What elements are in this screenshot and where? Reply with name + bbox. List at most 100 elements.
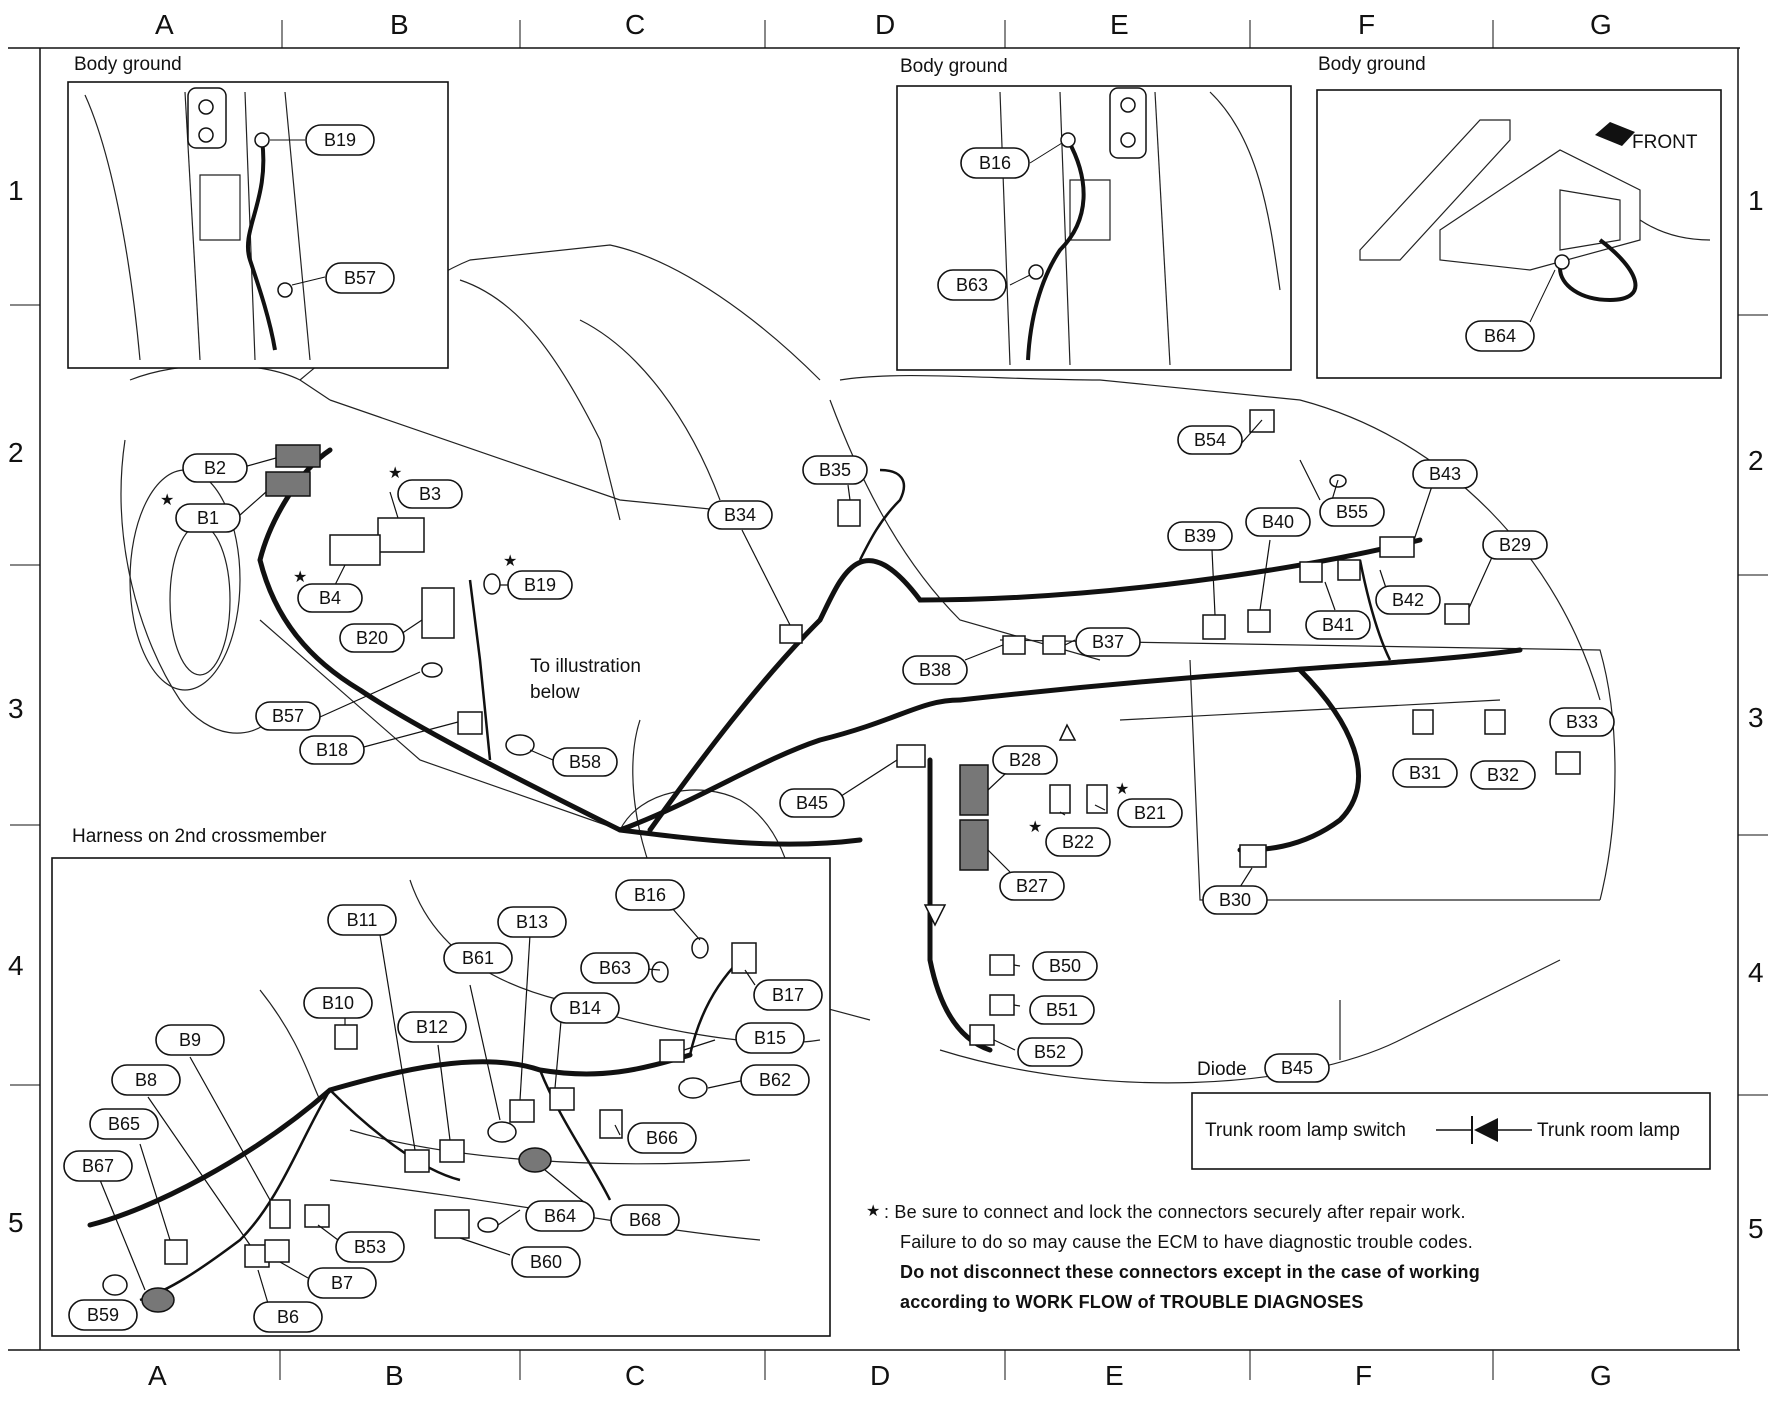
note-line-2: Failure to do so may cause the ECM to ha… [900,1232,1473,1252]
label-b61: B61 [443,942,513,974]
grid-col-bottom-f: F [1355,1360,1372,1391]
svg-text:B7: B7 [331,1273,353,1293]
grid-col-top-g: G [1590,9,1612,40]
grid-row-left-5: 5 [8,1207,24,1238]
inset-body-ground-1: Body ground B19 B57 [67,54,449,369]
label-b14: B14 [550,992,620,1024]
svg-text:B45: B45 [1281,1058,1313,1078]
label-b53: B53 [335,1231,405,1263]
svg-text:B59: B59 [87,1305,119,1325]
label-b19-inset: B19 [305,124,375,156]
star-b21: ★ [1115,781,1129,798]
label-b19-main: B19 [507,570,573,600]
label-b15: B15 [735,1022,805,1054]
svg-text:B9: B9 [179,1030,201,1050]
svg-text:B19: B19 [324,130,356,150]
svg-text:B14: B14 [569,998,601,1018]
svg-text:B61: B61 [462,948,494,968]
label-b57-main: B57 [255,701,321,731]
label-b27: B27 [999,871,1065,901]
label-b58: B58 [552,747,618,777]
grid-col-bottom-g: G [1590,1360,1612,1391]
label-b34: B34 [707,500,773,530]
label-b43: B43 [1412,459,1478,489]
label-b60: B60 [511,1246,581,1278]
svg-text:B55: B55 [1336,502,1368,522]
svg-text:B28: B28 [1009,750,1041,770]
label-b51: B51 [1029,995,1095,1025]
svg-text:B58: B58 [569,752,601,772]
svg-text:B8: B8 [135,1070,157,1090]
label-b20: B20 [339,623,405,653]
svg-text:B60: B60 [530,1252,562,1272]
svg-text:B35: B35 [819,460,851,480]
label-b12: B12 [397,1011,467,1043]
label-b29: B29 [1482,530,1548,560]
svg-text:B37: B37 [1092,632,1124,652]
grid-col-bottom-a: A [148,1360,167,1391]
diode-box: Diode B45 Trunk room lamp switch Trunk r… [1191,1053,1711,1170]
main-harness [257,447,1523,1053]
svg-text:B19: B19 [524,575,556,595]
svg-text:B57: B57 [344,268,376,288]
star-b22: ★ [1028,819,1042,836]
grid-row-right-5: 5 [1748,1213,1764,1244]
star-b19: ★ [503,553,517,570]
grid-col-top-a: A [155,9,174,40]
svg-text:B68: B68 [629,1210,661,1230]
label-b16-cross: B16 [615,879,685,911]
label-b55: B55 [1319,497,1385,527]
label-b22: B22 [1045,827,1111,857]
grid-columns-top: A B C D E F G [155,9,1612,48]
label-b38: B38 [902,655,968,685]
label-b33: B33 [1549,707,1615,737]
svg-text:B22: B22 [1062,832,1094,852]
svg-text:B30: B30 [1219,890,1251,910]
grid-row-right-4: 4 [1748,957,1764,988]
label-b6: B6 [253,1301,323,1333]
note-star: ★ [866,1203,880,1220]
svg-text:B12: B12 [416,1017,448,1037]
main-connectors-shapes [265,409,1581,1046]
svg-text:B29: B29 [1499,535,1531,555]
svg-text:B1: B1 [197,508,219,528]
inset1-title: Body ground [74,54,182,75]
to-illustration-label: To illustration [530,656,641,677]
label-b30: B30 [1202,885,1268,915]
svg-text:B15: B15 [754,1028,786,1048]
svg-text:B27: B27 [1016,876,1048,896]
grid-col-top-b: B [390,9,409,40]
inset-body-ground-2: Body ground B16 B63 [896,56,1292,371]
svg-text:B52: B52 [1034,1042,1066,1062]
inset-body-ground-3: Body ground FRONT B64 [1316,54,1722,379]
grid-col-top-e: E [1110,9,1129,40]
label-b9: B9 [155,1024,225,1056]
label-b10: B10 [303,987,373,1019]
grid-columns-bottom: A B C D E F G [148,1350,1612,1391]
label-b16-inset: B16 [960,147,1030,179]
label-b66: B66 [627,1122,697,1154]
label-b68: B68 [610,1204,680,1236]
svg-text:B17: B17 [772,985,804,1005]
svg-text:B38: B38 [919,660,951,680]
svg-text:B54: B54 [1194,430,1226,450]
label-b50: B50 [1032,951,1098,981]
grid-row-right-3: 3 [1748,702,1764,733]
label-b52: B52 [1017,1037,1083,1067]
svg-text:B64: B64 [544,1206,576,1226]
label-b1: B1 [175,503,241,533]
star-b3: ★ [388,465,402,482]
label-b57-inset: B57 [325,262,395,294]
grid-row-left-3: 3 [8,693,24,724]
label-b45-main: B45 [779,788,845,818]
svg-text:B13: B13 [516,912,548,932]
svg-text:B4: B4 [319,588,341,608]
svg-text:B21: B21 [1134,803,1166,823]
grid-col-bottom-c: C [625,1360,645,1391]
label-b35: B35 [802,455,868,485]
note-line-3: Do not disconnect these connectors excep… [900,1262,1480,1282]
label-b28: B28 [992,745,1058,775]
star-b1: ★ [160,492,174,509]
svg-text:B50: B50 [1049,956,1081,976]
label-b18: B18 [299,735,365,765]
